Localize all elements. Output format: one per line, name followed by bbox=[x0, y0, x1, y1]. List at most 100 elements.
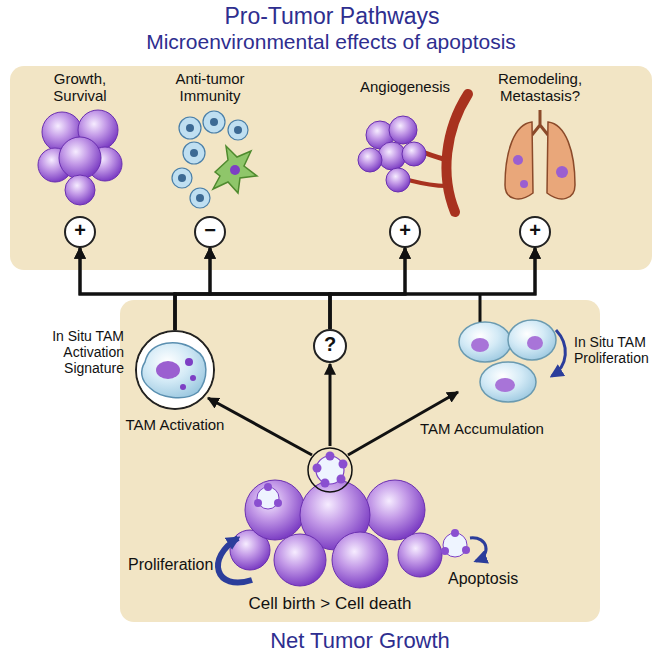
macrophage bbox=[459, 322, 511, 362]
growth-cluster bbox=[38, 110, 122, 205]
arrow bbox=[208, 398, 312, 455]
nucleus bbox=[190, 149, 198, 157]
tam-pile bbox=[459, 294, 565, 402]
proliferation-arrow bbox=[552, 330, 565, 376]
metastasis bbox=[513, 155, 523, 165]
t-cell bbox=[179, 117, 201, 139]
bleb bbox=[264, 483, 272, 491]
sign-text: + bbox=[391, 218, 419, 242]
bleb bbox=[274, 499, 282, 507]
circle-fill bbox=[137, 332, 213, 408]
node-heading: Microenvironmental effects of apoptosis bbox=[10, 30, 652, 54]
sign-circle: + bbox=[64, 216, 96, 248]
label: TAM Accumulation bbox=[420, 420, 560, 437]
apoptotic-body bbox=[180, 384, 186, 390]
immune-cells bbox=[172, 111, 257, 208]
sign-text: + bbox=[521, 218, 549, 242]
macrophage bbox=[142, 343, 206, 398]
connector bbox=[80, 248, 330, 329]
nucleus bbox=[527, 336, 543, 350]
sign-circle: + bbox=[389, 216, 421, 248]
nucleus bbox=[156, 361, 180, 379]
macrophage bbox=[508, 320, 556, 360]
nucleus bbox=[495, 378, 515, 392]
proliferation-arrow bbox=[218, 538, 252, 583]
apoptotic-body bbox=[185, 358, 193, 366]
label: Apoptosis bbox=[448, 570, 548, 588]
apoptosis-arrow bbox=[470, 538, 486, 561]
label: Proliferation bbox=[128, 556, 238, 574]
t-cell bbox=[228, 120, 248, 140]
tumor-cell bbox=[332, 532, 388, 588]
diagram-title: Pro-Tumor Pathways bbox=[0, 3, 664, 29]
t-cell bbox=[172, 168, 192, 188]
connector bbox=[175, 248, 535, 330]
connector bbox=[80, 248, 175, 330]
label: In Situ TAM Activation Signature bbox=[6, 328, 124, 376]
bleb bbox=[339, 460, 348, 469]
nucleus bbox=[178, 174, 186, 182]
tumor-arrows bbox=[208, 364, 458, 455]
bus-drop bbox=[479, 294, 482, 322]
nucleus bbox=[471, 338, 489, 352]
label: Anti-tumor Immunity bbox=[160, 70, 260, 105]
sign-circle: + bbox=[519, 216, 551, 248]
apoptotic-body bbox=[230, 165, 240, 175]
tumor-cell bbox=[386, 168, 410, 192]
lung-lobe bbox=[505, 122, 533, 199]
tumor-cell bbox=[365, 480, 425, 540]
nucleus bbox=[196, 194, 204, 202]
trachea bbox=[532, 110, 548, 135]
nucleus bbox=[210, 118, 218, 126]
lung-lobe bbox=[547, 122, 575, 199]
lungs bbox=[505, 110, 575, 199]
label: Remodeling, Metastasis? bbox=[480, 70, 600, 105]
blood-vessel bbox=[446, 94, 468, 212]
dendritic-cell bbox=[213, 146, 257, 193]
sign-circle: − bbox=[194, 216, 226, 248]
apoptotic-body bbox=[190, 375, 196, 381]
connector bbox=[210, 248, 330, 329]
bleb bbox=[441, 547, 449, 555]
label: Growth, Survival bbox=[35, 70, 125, 105]
arrow bbox=[348, 392, 458, 455]
tumor-cell bbox=[59, 137, 101, 179]
arrow bbox=[329, 364, 332, 446]
bleb bbox=[337, 475, 346, 484]
metastasis bbox=[520, 180, 528, 188]
connector bbox=[175, 248, 405, 330]
tumor-cell bbox=[65, 175, 95, 205]
tumor bbox=[230, 480, 442, 588]
tumor-cell bbox=[402, 142, 426, 166]
angiogenesis bbox=[358, 94, 468, 212]
bleb bbox=[321, 479, 330, 488]
tumor-cell bbox=[274, 534, 326, 586]
bleb bbox=[326, 452, 335, 461]
highlight-ring bbox=[308, 448, 352, 492]
activated-tam bbox=[142, 343, 206, 398]
connector bbox=[330, 248, 405, 329]
tumor-cell bbox=[389, 116, 417, 144]
sign-text: ? bbox=[315, 331, 345, 357]
sign-circle: ? bbox=[313, 329, 347, 363]
nucleus bbox=[186, 124, 194, 132]
sign-text: − bbox=[196, 218, 224, 242]
bleb bbox=[451, 529, 459, 537]
tumor-cell bbox=[245, 480, 305, 540]
sign-text: + bbox=[66, 218, 94, 242]
apoptotic-cells bbox=[254, 448, 470, 557]
t-cell bbox=[190, 188, 210, 208]
bleb bbox=[254, 499, 262, 507]
nucleus bbox=[234, 126, 242, 134]
tumor-cell bbox=[358, 148, 382, 172]
label: Cell birth > Cell death bbox=[220, 594, 440, 614]
vessel-branch bbox=[408, 180, 446, 186]
connector bbox=[330, 248, 535, 329]
tumor-cell bbox=[398, 533, 442, 577]
node-heading: TAM Activation bbox=[100, 416, 250, 433]
label: Angiogenesis bbox=[345, 78, 465, 95]
bleb bbox=[462, 546, 470, 554]
